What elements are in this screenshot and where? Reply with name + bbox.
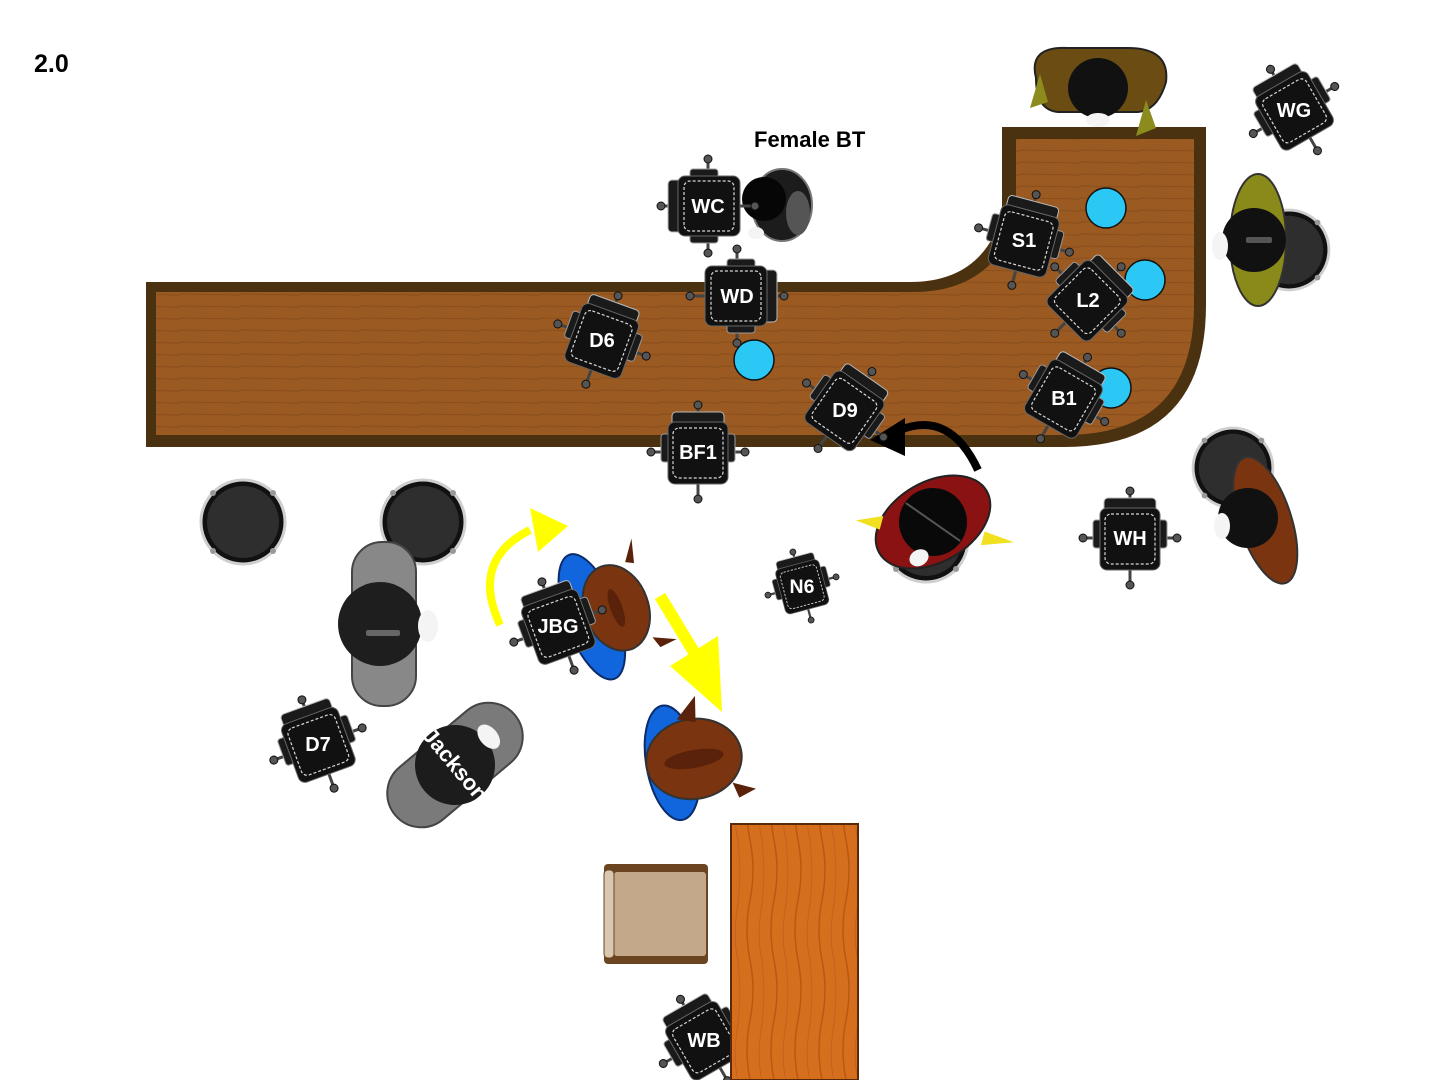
female-bartender-figure — [742, 168, 813, 242]
chair-label-d7: D7 — [305, 734, 331, 756]
chair-d7[interactable]: D7 — [251, 677, 385, 811]
move-arrow-yellow — [654, 592, 706, 666]
chair-label-bf1: BF1 — [679, 442, 717, 464]
rotate-arrow-yellow — [486, 526, 532, 627]
person-jackson: Jackson — [386, 701, 524, 829]
chair-bf1[interactable]: BF1 — [645, 399, 751, 505]
chair-label-b1: B1 — [1051, 388, 1077, 410]
chair-label-wd: WD — [720, 286, 753, 308]
chair-label-n6: N6 — [790, 576, 815, 598]
chair-label-jbg: JBG — [537, 616, 578, 638]
person-jbg-blue — [557, 538, 677, 681]
rotate-arrowhead-yellow — [530, 508, 568, 552]
marker-dot — [733, 339, 775, 381]
chair-label-d6: D6 — [589, 330, 615, 352]
chair-wg[interactable]: WG — [1222, 38, 1366, 182]
chair-b1[interactable]: B1 — [992, 326, 1136, 470]
round-stool[interactable] — [199, 478, 287, 566]
move-arrowhead-yellow — [670, 636, 722, 712]
chair-wc[interactable]: WC — [655, 153, 761, 259]
person-top-olive — [1030, 46, 1168, 136]
chair-wh[interactable]: WH — [1077, 485, 1183, 591]
person-red-yellow — [855, 474, 1014, 570]
person-gray — [338, 541, 438, 707]
chair-jbg[interactable]: JBG — [491, 559, 625, 693]
chair-l2[interactable]: L2 — [1014, 226, 1162, 374]
person-right-brown — [1214, 456, 1299, 585]
female-bt-label: Female BT — [754, 127, 866, 152]
chair-s1[interactable]: S1 — [960, 176, 1088, 304]
chair-n6[interactable]: N6 — [754, 538, 850, 634]
rotate-arrow-black — [898, 421, 982, 472]
chair-label-d9: D9 — [832, 400, 858, 422]
person-right-olive — [1212, 173, 1287, 307]
marker-dot — [1085, 187, 1127, 229]
wooden-chair[interactable] — [603, 864, 708, 964]
chair-label-wb: WB — [687, 1030, 720, 1052]
chair-label-l2: L2 — [1076, 290, 1099, 312]
chair-wd[interactable]: WD — [684, 243, 790, 349]
chair-label-wh: WH — [1113, 528, 1146, 550]
chair-wb[interactable]: WB — [632, 968, 776, 1080]
bar-counter-surface — [156, 139, 1194, 435]
chair-d6[interactable]: D6 — [535, 273, 669, 407]
chair-label-wc: WC — [691, 196, 724, 218]
person-blue-bottom — [643, 695, 757, 822]
chair-label-s1: S1 — [1012, 230, 1036, 252]
version-label: 2.0 — [34, 50, 69, 78]
wooden-desk — [730, 823, 859, 1080]
chair-label-wg: WG — [1277, 100, 1311, 122]
chair-d9[interactable]: D9 — [772, 337, 918, 483]
